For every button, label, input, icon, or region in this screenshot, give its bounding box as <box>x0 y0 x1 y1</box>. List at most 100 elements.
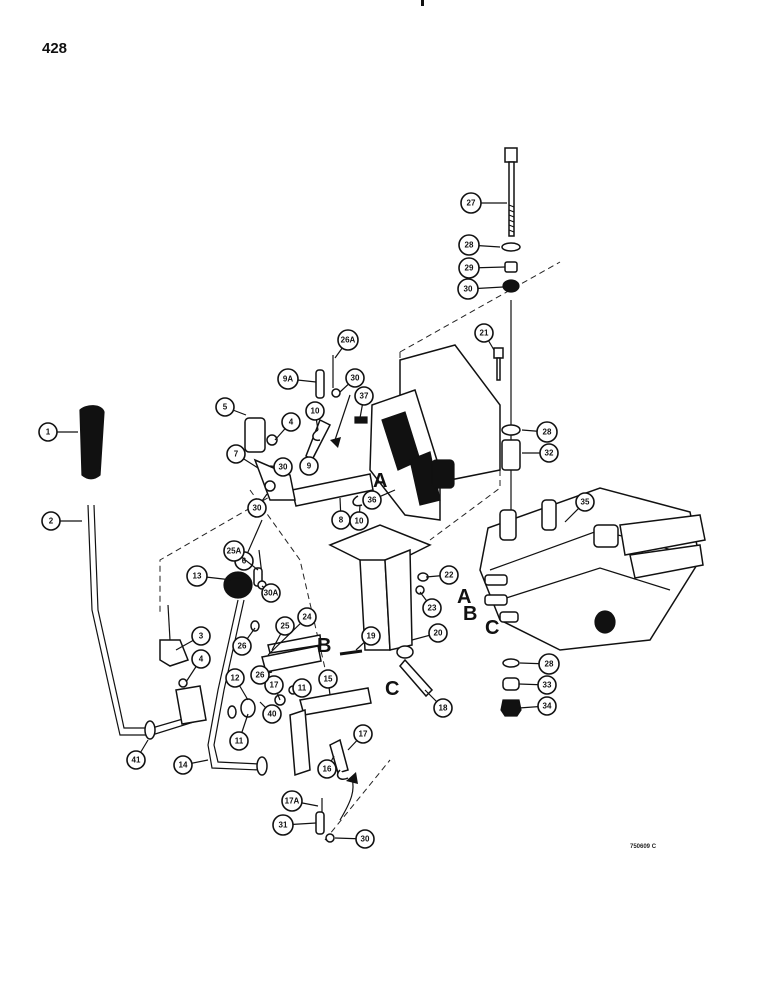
callout-circle <box>223 540 245 562</box>
callout-number: 30 <box>464 285 473 294</box>
callout-number: 40 <box>268 710 277 719</box>
pin-19 <box>339 649 363 656</box>
link-8 <box>291 473 374 507</box>
washer-28-top <box>501 242 521 252</box>
callout-10: 10 <box>349 504 369 531</box>
callout-circle <box>349 511 369 531</box>
callout-circle <box>281 412 301 432</box>
clip-10-top <box>312 429 321 442</box>
callout-circle <box>460 192 482 214</box>
callout-number: 10 <box>355 517 364 526</box>
callout-8: 8 <box>331 497 351 530</box>
bracket-20 <box>328 524 432 659</box>
callout-circle <box>457 278 479 300</box>
callout-circle <box>215 397 235 417</box>
callout-number: 14 <box>179 761 188 770</box>
callout-circle <box>186 565 208 587</box>
callout-number: 11 <box>298 684 307 693</box>
lever-rod-14 <box>207 599 261 771</box>
pin-16 <box>329 738 349 774</box>
callout-circle <box>226 444 246 464</box>
callout-number: 25A <box>227 547 242 556</box>
screw-36 <box>354 416 368 424</box>
bushing-11 <box>227 705 237 719</box>
callout-number: 31 <box>279 821 288 830</box>
callout-number: 37 <box>360 392 369 401</box>
callout-circle <box>297 607 317 627</box>
callout-23: 23 <box>419 591 442 618</box>
callout-33: 33 <box>518 675 557 695</box>
callout-circle <box>539 443 559 463</box>
lever-rod-2-inner <box>93 504 201 729</box>
clip-17-lower <box>336 769 349 781</box>
callout-number: 26 <box>256 671 265 680</box>
callout-30: 30 <box>269 457 293 477</box>
callout-circle <box>305 401 325 421</box>
callout-34: 34 <box>518 696 557 716</box>
callout-29: 29 <box>458 257 506 279</box>
callout-4: 4 <box>185 649 211 683</box>
callout-28: 28 <box>521 421 558 443</box>
lever-rod-14-inner <box>213 599 261 765</box>
clevis-upper <box>244 417 296 501</box>
collar-41 <box>256 756 268 776</box>
callout-circle <box>191 626 211 646</box>
callout-35: 35 <box>564 492 595 523</box>
boot-35 <box>369 389 455 521</box>
callout-number: 4 <box>199 655 204 664</box>
collar-40 <box>144 720 156 740</box>
callout-3: 3 <box>175 626 211 651</box>
callout-number: 18 <box>439 704 448 713</box>
callout-number: 30 <box>361 835 370 844</box>
callout-number: 23 <box>428 604 437 613</box>
callout-number: 7 <box>234 450 239 459</box>
callout-circle <box>299 456 319 476</box>
callout-number: 16 <box>323 765 332 774</box>
callout-number: 17 <box>270 681 279 690</box>
callout-circle <box>272 814 294 836</box>
callout-number: 28 <box>465 241 474 250</box>
callout-number: 30 <box>279 463 288 472</box>
callout-circle <box>250 665 270 685</box>
callout-17: 17 <box>347 724 373 751</box>
callout-26: 26 <box>232 627 256 656</box>
callout-circle <box>41 511 61 531</box>
callout-number: 24 <box>303 613 312 622</box>
nut-33 <box>500 699 522 717</box>
callout-number: 36 <box>368 496 377 505</box>
callout-number: 6 <box>242 557 247 566</box>
callout-circle <box>337 329 359 351</box>
callout-circle <box>173 755 193 775</box>
callout-18: 18 <box>424 689 453 718</box>
bolt-27 <box>504 147 518 237</box>
callout-number: 13 <box>193 572 202 581</box>
callout-circle <box>277 368 299 390</box>
control-valve-34 <box>479 487 706 651</box>
washer-30-bottom <box>325 833 335 843</box>
callout-number: 29 <box>465 264 474 273</box>
callout-11: 11 <box>229 713 249 751</box>
callout-number: 22 <box>445 571 454 580</box>
callout-number: 30 <box>351 374 360 383</box>
callout-number: 15 <box>324 675 333 684</box>
callout-number: 17A <box>285 797 300 806</box>
callout-circle <box>345 368 365 388</box>
callout-circle <box>439 565 459 585</box>
washer-28-bottom <box>502 658 520 668</box>
callout-circle <box>575 492 595 512</box>
callout-number: 21 <box>480 329 489 338</box>
handle-grip-1 <box>79 405 105 480</box>
section-letter-c-left: C <box>385 678 399 700</box>
callout-circle <box>537 696 557 716</box>
callout-circle <box>264 675 284 695</box>
callout-4: 4 <box>274 412 301 441</box>
callout-circle <box>317 759 337 779</box>
callout-40: 40 <box>259 701 282 724</box>
callout-number: 26 <box>238 642 247 651</box>
callout-circle <box>273 457 293 477</box>
section-letter-b-left: B <box>317 635 331 657</box>
callout-number: 30 <box>253 504 262 513</box>
pivot-bracket-lower <box>289 708 311 777</box>
callout-30: 30 <box>334 829 375 849</box>
callout-number: 35 <box>581 498 590 507</box>
